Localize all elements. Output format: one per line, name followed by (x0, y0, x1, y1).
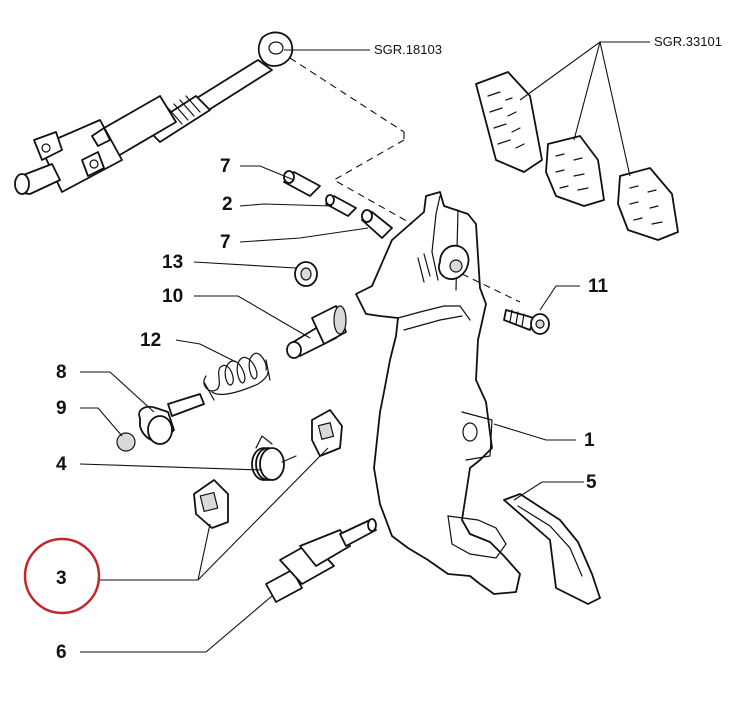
callout-8: 8 (56, 362, 67, 383)
pedal-pads (475, 71, 679, 241)
pivot-bushings (283, 170, 393, 239)
highlight-circle (23, 537, 101, 615)
callout-12: 12 (140, 330, 161, 351)
reference-labels: SGR.18103 SGR.33101 (374, 34, 722, 57)
callout-9: 9 (56, 398, 67, 419)
pivot-screw (503, 309, 550, 335)
callout-7-bottom: 7 (220, 232, 231, 253)
pedal-pad (503, 493, 601, 605)
ref-label-sgr-18103: SGR.18103 (374, 42, 442, 57)
torsion-spring (251, 435, 297, 481)
return-spring (203, 352, 271, 401)
push-rod-assembly (14, 31, 294, 195)
callout-3: 3 (56, 568, 67, 589)
pivot-bolt (116, 393, 205, 452)
callout-1: 1 (584, 430, 595, 451)
washer (294, 261, 318, 287)
callout-6: 6 (56, 642, 67, 663)
pedal-stop (286, 305, 347, 359)
callout-10: 10 (162, 286, 183, 307)
callout-11: 11 (588, 276, 609, 297)
clutch-switch (265, 518, 377, 603)
callout-2: 2 (222, 194, 233, 215)
callout-5: 5 (586, 472, 597, 493)
callout-numbers: 7 2 7 13 10 12 8 9 4 3 6 11 1 5 (56, 156, 609, 663)
ref-label-sgr-33101: SGR.33101 (654, 34, 722, 49)
clutch-pedal-arm (355, 191, 521, 595)
leader-lines (79, 41, 650, 653)
callout-4: 4 (56, 454, 67, 475)
callout-7-top: 7 (220, 156, 231, 177)
callout-13: 13 (162, 252, 183, 273)
pedal-clip (193, 409, 343, 529)
